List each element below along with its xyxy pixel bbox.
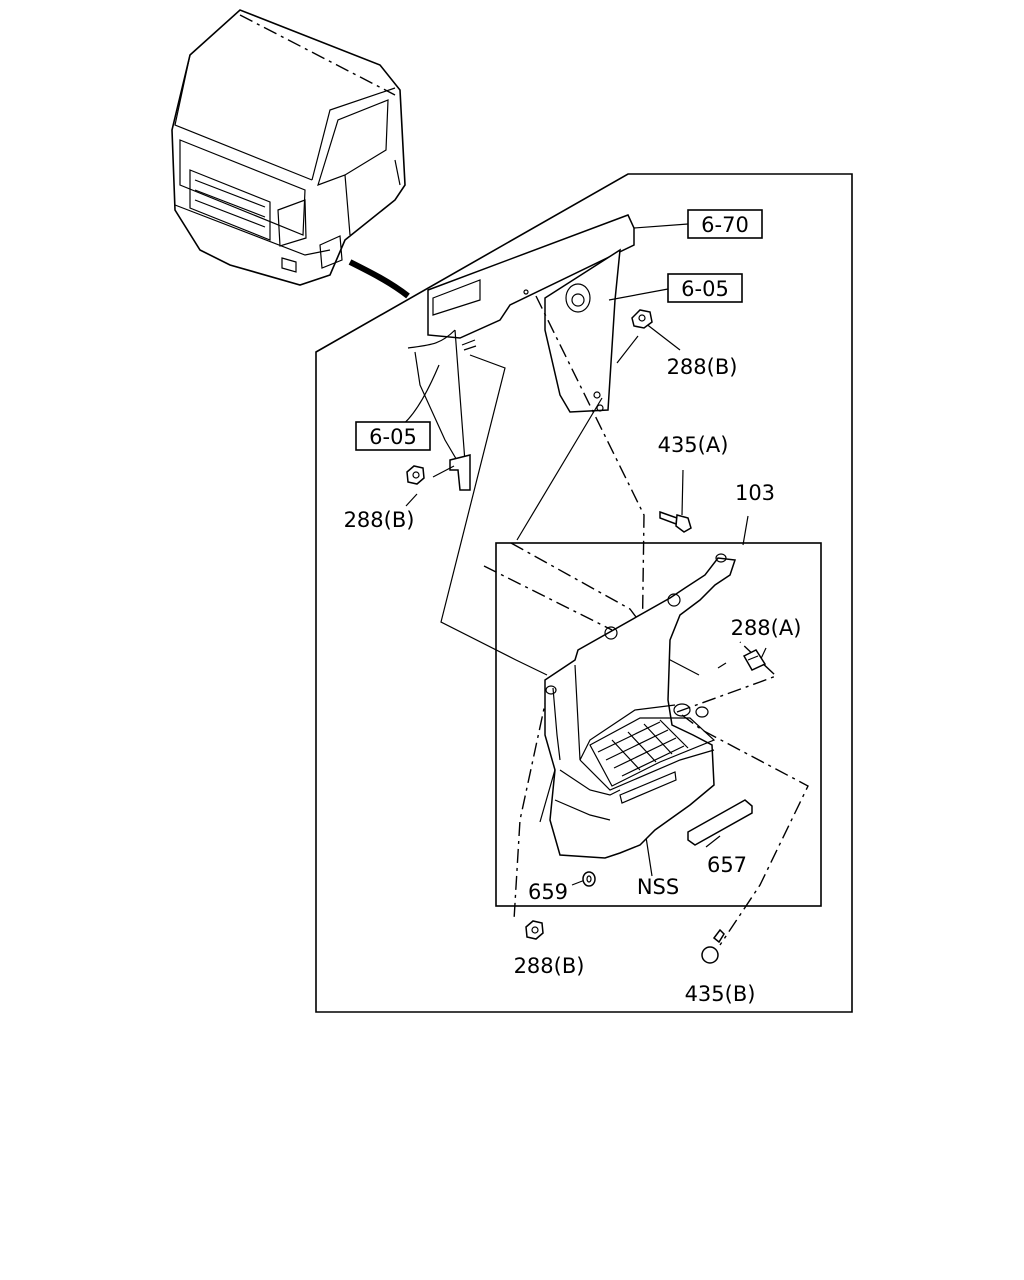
part-103-label: 103 <box>735 481 775 505</box>
ref-box-6-70 <box>687 209 763 239</box>
part-657-label: 657 <box>707 853 747 877</box>
truck-cab-illustration <box>171 9 410 299</box>
clip-288a <box>742 649 767 671</box>
detail-frame <box>315 173 853 1013</box>
part-288b-top-label: 288(B) <box>667 355 738 379</box>
bolt-435b <box>701 928 725 964</box>
part-435b-label: 435(B) <box>685 982 756 1006</box>
bolt-435a <box>659 510 692 533</box>
ref-6-70-label: 6-70 <box>701 213 749 237</box>
part-435a-label: 435(A) <box>658 433 729 457</box>
nss-label: NSS <box>637 875 679 899</box>
ref-6-05-top-label: 6-05 <box>681 277 729 301</box>
nut-288b-left <box>406 465 425 485</box>
step-assembly <box>544 553 737 859</box>
grommet-659 <box>582 871 596 887</box>
step-assembly-frame <box>495 542 822 907</box>
part-288b-left-label: 288(B) <box>344 508 415 532</box>
nut-288b-bottom <box>525 920 544 940</box>
part-288b-bottom-label: 288(B) <box>514 954 585 978</box>
part-659-label: 659 <box>528 880 568 904</box>
cab-panel-and-brackets <box>407 214 635 491</box>
nut-288b-top <box>631 309 653 329</box>
part-657-strip <box>687 799 753 846</box>
ref-box-6-05-top <box>667 273 743 303</box>
ref-6-05-left-label: 6-05 <box>369 425 417 449</box>
part-288a-label: 288(A) <box>731 616 802 640</box>
connector-lines <box>394 223 809 946</box>
ref-box-6-05-left <box>355 421 431 451</box>
